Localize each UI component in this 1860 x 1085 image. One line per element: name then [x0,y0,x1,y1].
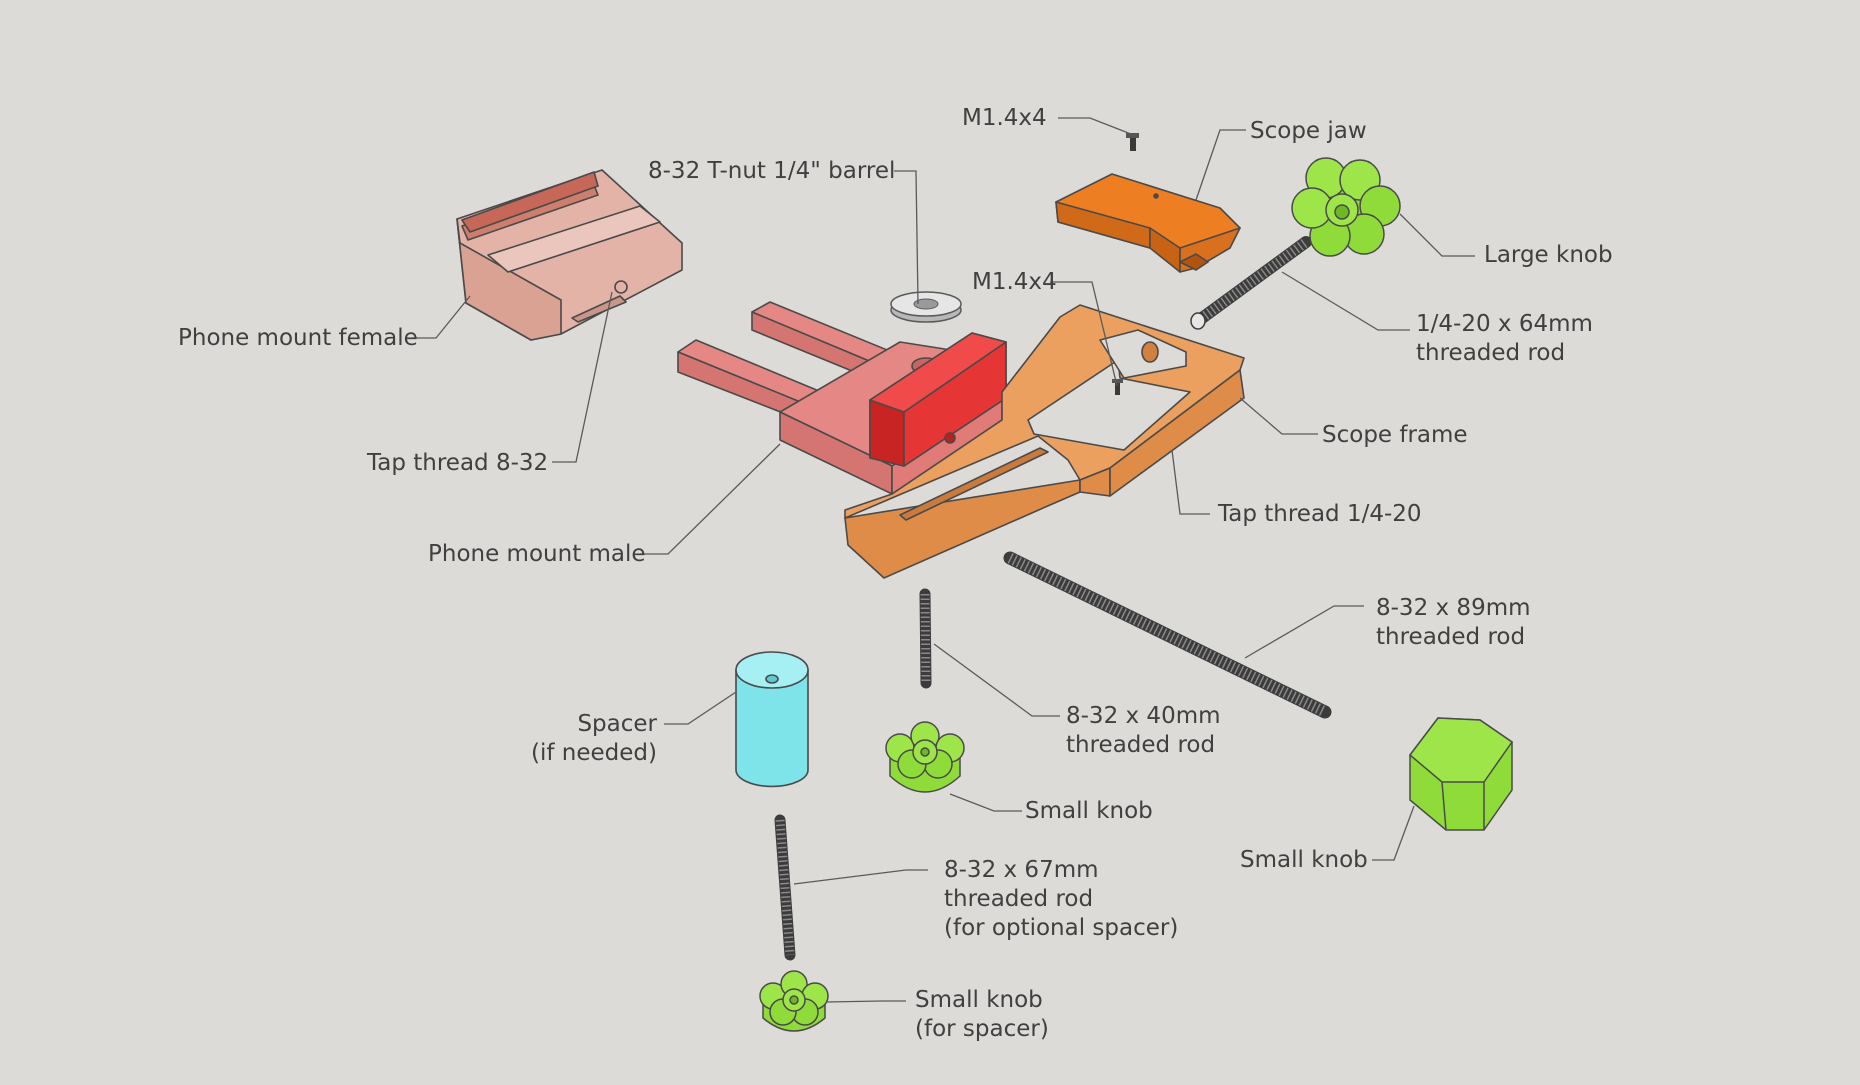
label-large-knob: Large knob [1484,242,1613,268]
label-tap-thread-1-4-20: Tap thread 1/4-20 [1218,501,1422,527]
label-spacer-line2: (if needed) [531,740,657,766]
label-rod-67mm: 8-32 x 67mm threaded rod (for optional s… [944,856,1178,943]
scope-jaw [1055,173,1241,273]
label-small-knob-spacer-line2: (for spacer) [915,1016,1049,1042]
threaded-rod-89mm [1003,551,1332,719]
label-phone-mount-male: Phone mount male [428,541,646,567]
m14x4-screw-mid [1112,379,1123,395]
label-small-knob-spacer: Small knob (for spacer) [915,986,1049,1044]
label-t-nut: 8-32 T-nut 1/4" barrel [648,158,896,184]
scope-frame [844,304,1245,579]
t-nut [890,291,962,323]
threaded-rod-64mm [1190,236,1312,330]
small-knob-2 [1408,717,1514,831]
label-rod-89mm-line2: threaded rod [1376,624,1526,650]
label-rod-67mm-line2: threaded rod [944,886,1094,912]
label-tap-thread-8-32: Tap thread 8-32 [367,450,549,476]
label-rod-40mm-line1: 8-32 x 40mm [1066,703,1221,729]
m14x4-screw-top [1126,133,1139,151]
label-small-knob-spacer-line1: Small knob [915,987,1043,1013]
label-rod-67mm-line3: (for optional spacer) [944,915,1179,941]
small-knob-spacer [759,970,829,1032]
label-m14x4-top: M1.4x4 [962,105,1047,131]
label-rod-89mm-line1: 8-32 x 89mm [1376,595,1531,621]
small-knob-1 [885,721,965,793]
label-spacer-line1: Spacer [577,711,657,737]
large-knob [1291,157,1401,257]
threaded-rod-67mm [774,814,796,961]
label-phone-mount-female: Phone mount female [178,325,418,351]
spacer [735,651,809,788]
label-rod-64mm-line1: 1/4-20 x 64mm [1416,311,1593,337]
phone-mount-male-jaw [869,332,1007,467]
label-small-knob-2: Small knob [1240,847,1368,873]
label-rod-67mm-line1: 8-32 x 67mm [944,857,1099,883]
label-rod-89mm: 8-32 x 89mm threaded rod [1376,594,1531,652]
label-m14x4-mid: M1.4x4 [972,269,1057,295]
label-rod-40mm: 8-32 x 40mm threaded rod [1066,702,1221,760]
label-scope-jaw: Scope jaw [1250,118,1367,144]
phone-mount-female [456,169,683,341]
label-rod-64mm-line2: threaded rod [1416,340,1566,366]
leader-lines [412,117,1475,1003]
label-scope-frame: Scope frame [1322,422,1468,448]
label-small-knob-1: Small knob [1025,798,1153,824]
threaded-rod-40mm [919,588,932,689]
label-spacer: Spacer (if needed) [520,710,657,768]
label-rod-64mm: 1/4-20 x 64mm threaded rod [1416,310,1593,368]
label-rod-40mm-line2: threaded rod [1066,732,1216,758]
